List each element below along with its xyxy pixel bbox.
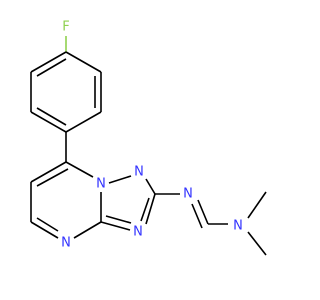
pyrimidine-nitrogen-label: N: [61, 236, 71, 251]
fluorophenyl-ring: [30, 36, 102, 133]
ring-bond: [100, 221, 131, 231]
triazole-nitrogen-label: N: [133, 225, 143, 240]
ring-bond: [30, 161, 67, 183]
structure-drawing: F N N N N N N: [30, 20, 267, 256]
ring-double-bond: [36, 168, 69, 187]
ring-bond: [65, 111, 102, 133]
pyrimidine-ring: [30, 161, 102, 239]
ring-bond: [30, 111, 67, 133]
fluorine-label: F: [62, 20, 69, 35]
methyl-bond: [247, 231, 267, 256]
ring-bond: [65, 161, 94, 178]
ring-bond: [145, 178, 156, 195]
ring-bond: [65, 51, 102, 73]
amidine-chain: [155, 191, 267, 256]
ring-bond: [30, 221, 59, 239]
ring-double-bond: [105, 215, 132, 224]
imine-nitrogen-label: N: [183, 187, 193, 202]
ring-bond: [145, 193, 156, 225]
molecule-diagram: F N N N N N N: [30, 20, 267, 256]
ring-double-bond: [140, 197, 150, 222]
imine-double-bond: [191, 203, 203, 229]
methyl-bond: [247, 191, 267, 219]
bridgehead-nitrogen-label: N: [96, 177, 106, 192]
ring-double-bond: [36, 217, 59, 232]
amine-nitrogen-label: N: [233, 219, 243, 234]
triazole-ring: [100, 175, 156, 231]
imine-bond: [197, 199, 209, 225]
ring-bond: [30, 51, 67, 73]
ring-double-bond: [36, 107, 67, 126]
triazole-nitrogen-label: N: [134, 165, 144, 180]
ring-bond: [108, 175, 132, 184]
ring-double-bond: [36, 58, 67, 77]
ring-bond: [73, 221, 102, 239]
